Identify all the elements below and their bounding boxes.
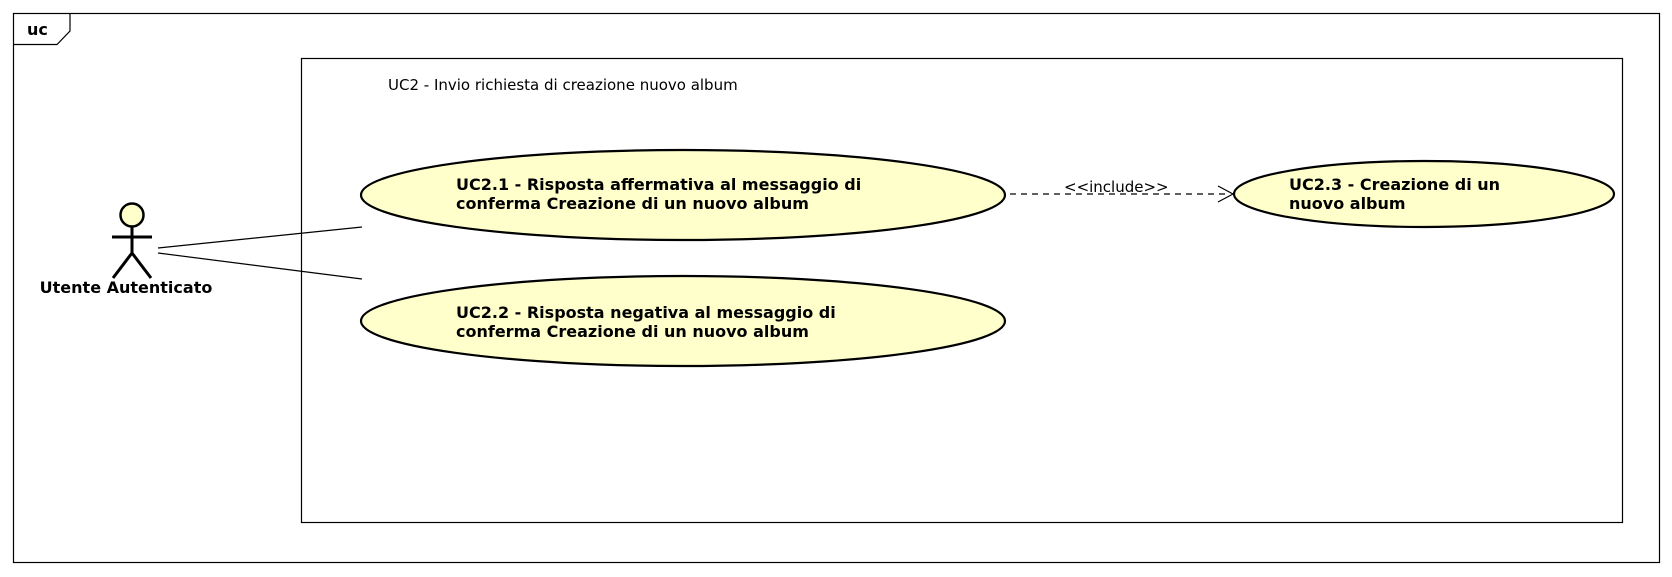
uml-frame: uc (12, 12, 1661, 564)
frame-border (12, 12, 1661, 564)
use-case-uc2-2: UC2.2 - Risposta negativa al messaggio d… (359, 274, 1007, 368)
frame-label: uc (27, 20, 48, 39)
use-case-uc2-3-shape (1232, 159, 1616, 229)
frame-tag-box (13, 13, 71, 46)
association-actor-uc2-1 (157, 226, 363, 249)
actor-utente-autenticato: Utente Autenticato (40, 202, 213, 297)
use-case-uc2-1: UC2.1 - Risposta affermativa al messaggi… (359, 148, 1007, 242)
use-case-uc2-1-shape (359, 148, 1007, 242)
use-case-uc2-2-shape (359, 274, 1007, 368)
actor-right-leg (130, 252, 153, 279)
system-boundary-box (300, 57, 1624, 524)
actor-name: Utente Autenticato (40, 278, 213, 297)
actor-head (119, 202, 145, 228)
include-label: <<include>> (1064, 178, 1169, 196)
system-boundary-title: UC2 - Invio richiesta di creazione nuovo… (388, 76, 738, 94)
system-boundary: UC2 - Invio richiesta di creazione nuovo… (300, 57, 1624, 524)
use-case-uc2-1-line-2: conferma Creazione di un nuovo album (456, 194, 809, 213)
use-case-uc2-3: UC2.3 - Creazione di un nuovo album (1232, 159, 1616, 229)
use-case-uc2-2-line-2: conferma Creazione di un nuovo album (456, 322, 809, 341)
use-case-uc2-3-line-1: UC2.3 - Creazione di un (1289, 175, 1500, 194)
use-case-uc2-3-line-2: nuovo album (1289, 194, 1406, 213)
include-dependency: <<include>> (1010, 178, 1235, 203)
use-case-uc2-1-line-1: UC2.1 - Risposta affermativa al messaggi… (456, 175, 861, 194)
use-case-uc2-2-line-1: UC2.2 - Risposta negativa al messaggio d… (456, 303, 836, 322)
actor-left-leg (111, 252, 134, 279)
association-actor-uc2-2 (157, 252, 363, 280)
